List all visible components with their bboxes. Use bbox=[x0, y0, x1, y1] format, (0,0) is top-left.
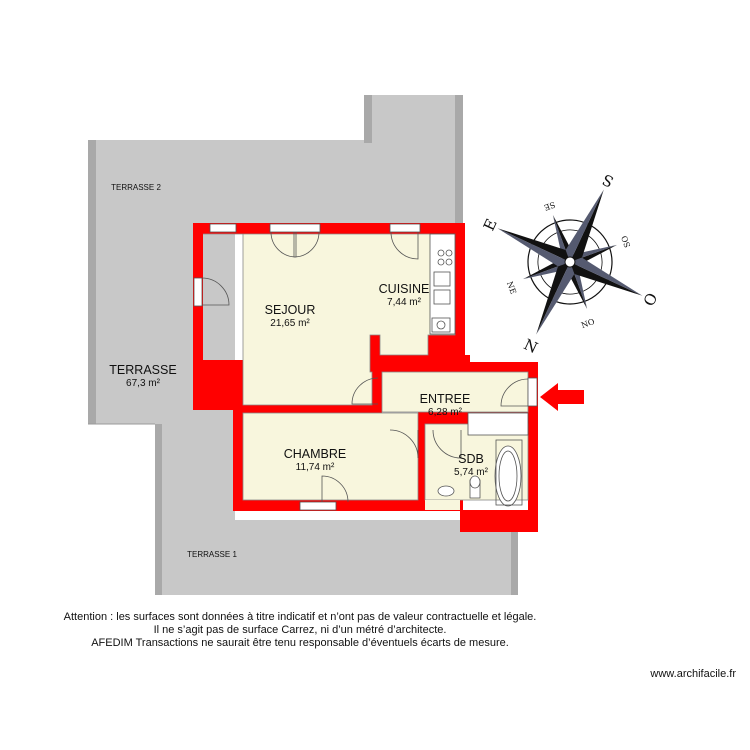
sdb-name: SDB bbox=[458, 452, 484, 466]
disclaimer-line-1: Attention : les surfaces sont données à … bbox=[63, 611, 537, 623]
floors bbox=[203, 233, 529, 510]
compass-rose: S N O E SE SO NO NE bbox=[480, 170, 661, 357]
disclaimer-line-2: Il ne s’agit pas de surface Carrez, ni d… bbox=[153, 624, 447, 636]
cuisine-area: 7,44 m² bbox=[387, 297, 422, 308]
disclaimer: Attention : les surfaces sont données à … bbox=[0, 611, 600, 650]
chambre-area: 11,74 m² bbox=[296, 462, 335, 473]
terrasse-name: TERRASSE bbox=[109, 363, 176, 377]
entrance-arrow bbox=[540, 383, 584, 411]
disclaimer-line-3: AFEDIM Transactions ne saurait être tenu… bbox=[91, 637, 509, 649]
compass-northwest: NO bbox=[580, 317, 596, 330]
compass-northeast: NE bbox=[505, 280, 518, 295]
compass-south: S bbox=[600, 170, 617, 191]
terrasse-2-label: TERRASSE 2 bbox=[111, 183, 161, 192]
sejour-area: 21,65 m² bbox=[270, 318, 310, 329]
entree-name: ENTREE bbox=[420, 392, 471, 406]
website-credit: www.archifacile.fr bbox=[650, 668, 736, 680]
kitchen-counter bbox=[429, 233, 456, 335]
compass-southeast: SE bbox=[543, 200, 557, 212]
compass-east: E bbox=[480, 216, 501, 234]
openings bbox=[193, 223, 538, 511]
compass-star-icon bbox=[497, 189, 643, 335]
chambre-name: CHAMBRE bbox=[284, 447, 347, 461]
sdb-area: 5,74 m² bbox=[454, 467, 489, 478]
compass-north: N bbox=[521, 335, 541, 357]
compass-west: O bbox=[639, 290, 661, 309]
terrace-area bbox=[88, 95, 518, 595]
walls bbox=[193, 223, 538, 532]
cuisine-name: CUISINE bbox=[379, 282, 430, 296]
entree-area: 6,28 m² bbox=[428, 407, 463, 418]
compass-southwest: SO bbox=[620, 234, 633, 249]
terrasse-1-label: TERRASSE 1 bbox=[187, 550, 237, 559]
sejour-name: SEJOUR bbox=[265, 303, 316, 317]
terrasse-area: 67,3 m² bbox=[126, 378, 161, 389]
